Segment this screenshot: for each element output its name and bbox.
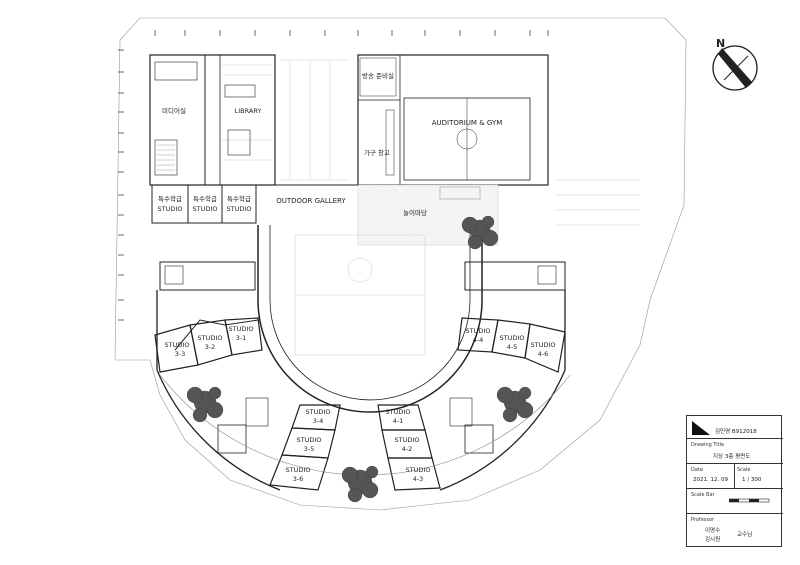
- label-studio-3-5-num: 3-5: [304, 445, 315, 453]
- label-studio-3-1: STUDIO: [229, 325, 254, 333]
- label-furniture-storage: 가구 창고: [364, 148, 390, 157]
- label-studio-4-3: STUDIO: [406, 466, 431, 474]
- trees: [186, 215, 534, 503]
- scale-bar-caption: Scale Bar: [691, 492, 715, 498]
- site-boundary: [114, 17, 687, 511]
- bottom-left-studios: [217, 397, 341, 491]
- label-studio-4-3-num: 4-3: [413, 475, 424, 483]
- tree-icon: [496, 386, 534, 423]
- scale: 1 / 300: [742, 477, 762, 483]
- label-special-2: 특수학급: [193, 194, 217, 203]
- library-wing: [149, 54, 276, 186]
- label-studio-4-4-num: 4-4: [473, 336, 484, 344]
- professor-1: 이명수: [705, 528, 721, 534]
- scale-bar: [729, 498, 770, 503]
- label-studio-4-1-num: 4-1: [393, 417, 404, 425]
- grid-markers-top: [154, 30, 549, 36]
- label-studio-3-1-num: 3-1: [236, 334, 247, 342]
- drawing-title-caption: Drawing Title: [691, 442, 725, 448]
- tree-icon: [341, 465, 379, 503]
- label-studio-3-3-num: 3-3: [175, 350, 186, 358]
- left-studio-wing: [154, 261, 281, 491]
- label-studio-4-6-num: 4-6: [538, 350, 549, 358]
- label-playground: 놀이마당: [403, 208, 427, 217]
- grid-markers-left: [118, 49, 124, 321]
- title-block: 김민영 B912018 Drawing Title 지상 3층 평면도 Date…: [686, 415, 783, 547]
- scale-bar-row: Scale Bar: [687, 488, 783, 513]
- right-studio-wing: [439, 261, 566, 491]
- label-studio-3-4: STUDIO: [306, 408, 331, 416]
- label-studio-4-2: STUDIO: [395, 436, 420, 444]
- tree-icon: [186, 386, 224, 423]
- logo-icon: [692, 421, 710, 435]
- label-studio-3-2: STUDIO: [198, 334, 223, 342]
- label-special-1: 특수학급: [158, 194, 182, 203]
- label-studio-4-5-num: 4-5: [507, 343, 518, 351]
- special-studios: [151, 184, 257, 224]
- label-library: LIBRARY: [235, 107, 262, 115]
- label-studio-4-2-num: 4-2: [402, 445, 413, 453]
- label-outdoor-gallery: OUTDOOR GALLERY: [276, 197, 346, 205]
- bottom-right-studios: [377, 397, 494, 491]
- label-special-1-studio: STUDIO: [158, 205, 183, 213]
- label-special-3: 특수학급: [227, 194, 251, 203]
- date-scale-row: Date 2021. 12. 09 Scale 1 / 300: [687, 463, 783, 489]
- label-studio-3-6: STUDIO: [286, 466, 311, 474]
- label-media-room: 미디어실: [162, 106, 186, 115]
- label-broadcast-prep: 방송 준비실: [362, 71, 394, 80]
- date-caption: Date: [691, 467, 703, 473]
- label-special-2-studio: STUDIO: [193, 205, 218, 213]
- label-studio-3-6-num: 3-6: [293, 475, 304, 483]
- open-area-lines: [280, 59, 350, 181]
- right-stairs: [555, 179, 640, 226]
- label-studio-3-5: STUDIO: [297, 436, 322, 444]
- north-arrow-icon: [718, 48, 752, 88]
- label-studio-3-4-num: 3-4: [313, 417, 324, 425]
- label-studio-4-1: STUDIO: [386, 408, 411, 416]
- drawing-title: 지상 3층 평면도: [713, 454, 751, 460]
- professor-title: 교수님: [737, 532, 753, 538]
- compass: N: [712, 37, 758, 91]
- label-studio-3-2-num: 3-2: [205, 343, 216, 351]
- author: 김민영 B912018: [715, 429, 757, 435]
- compass-letter: N: [716, 37, 725, 50]
- scale-caption: Scale: [737, 467, 751, 473]
- professor-2: 김시원: [705, 537, 721, 543]
- courtyard: [257, 184, 483, 413]
- drawing-title-row: Drawing Title 지상 3층 평면도: [687, 438, 783, 463]
- professor-row: Professor 이명수 김시원 교수님: [687, 513, 783, 547]
- label-studio-4-6: STUDIO: [531, 341, 556, 349]
- label-special-3-studio: STUDIO: [227, 205, 252, 213]
- label-studio-3-3: STUDIO: [165, 341, 190, 349]
- professor-caption: Professor: [691, 517, 715, 523]
- tree-icon: [461, 215, 499, 250]
- label-auditorium: AUDITORIUM & GYM: [432, 119, 503, 127]
- room-labels: 미디어실 LIBRARY 방송 준비실 AUDITORIUM & GYM 가구 …: [158, 71, 556, 483]
- date: 2021. 12. 09: [693, 477, 728, 483]
- label-studio-4-5: STUDIO: [500, 334, 525, 342]
- label-studio-4-4: STUDIO: [466, 327, 491, 335]
